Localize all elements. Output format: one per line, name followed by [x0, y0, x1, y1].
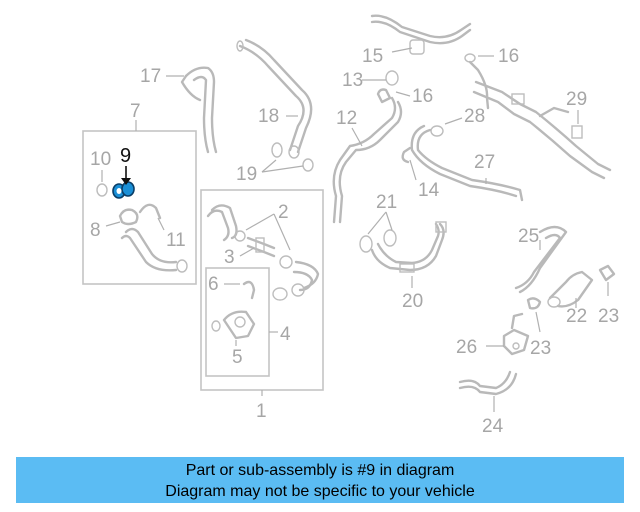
part-11-pipe[interactable] — [138, 203, 162, 220]
part-27-hose[interactable] — [401, 124, 524, 202]
callout-1: 1 — [256, 401, 267, 422]
part-26-fitting[interactable] — [502, 312, 530, 356]
callout-16a: 16 — [498, 46, 519, 67]
callout-4: 4 — [280, 324, 291, 345]
part-12-hose[interactable] — [332, 96, 403, 224]
part-25-hose[interactable] — [514, 225, 568, 294]
part-6-pipe[interactable] — [242, 280, 256, 300]
callout-27: 27 — [474, 152, 495, 173]
group-box-7 — [82, 130, 197, 285]
callout-13: 13 — [342, 70, 363, 91]
part-18-hose[interactable] — [236, 38, 313, 159]
callout-29: 29 — [566, 89, 587, 110]
part-9-arrowhead — [121, 178, 131, 185]
part-17-hose[interactable] — [180, 66, 218, 154]
banner-line-1: Part or sub-assembly is #9 in diagram — [185, 462, 455, 479]
callout-24: 24 — [482, 416, 504, 437]
callout-28: 28 — [464, 106, 485, 127]
part-29-pipe-assembly[interactable] — [472, 80, 612, 180]
group-box-4 — [205, 267, 270, 377]
part-24-hose[interactable] — [458, 370, 518, 396]
parts-diagram: 1 2 3 4 5 6 7 8 9 10 11 12 13 14 15 16 1… — [82, 14, 619, 437]
part-4-housing[interactable] — [211, 310, 256, 340]
part-23-clamp[interactable] — [526, 264, 616, 310]
callout-21: 21 — [376, 192, 397, 213]
callout-17: 17 — [140, 66, 161, 87]
callout-26: 26 — [456, 337, 477, 358]
part-2-hoses[interactable] — [206, 204, 320, 301]
callout-5: 5 — [232, 347, 243, 368]
part-8-cap[interactable] — [118, 208, 139, 226]
part-13-cap[interactable] — [376, 70, 399, 104]
part-10-oring[interactable] — [96, 183, 108, 197]
callout-3: 3 — [224, 247, 235, 268]
part-22-hose[interactable] — [547, 270, 594, 308]
callout-20: 20 — [402, 291, 423, 312]
callout-9: 9 — [120, 145, 131, 167]
banner-line-2: Diagram may not be specific to your vehi… — [165, 483, 475, 500]
callout-12: 12 — [336, 108, 357, 129]
callout-10: 10 — [90, 149, 111, 170]
callout-14: 14 — [418, 180, 440, 201]
part-9-highlighted[interactable] — [112, 181, 135, 199]
part-20-hose[interactable] — [359, 221, 447, 273]
callout-19: 19 — [236, 164, 257, 185]
callout-6: 6 — [208, 274, 219, 295]
part-19-orings[interactable] — [271, 142, 314, 172]
part-7-hose[interactable] — [120, 227, 188, 273]
callout-15: 15 — [362, 46, 383, 67]
callout-23a: 23 — [598, 306, 619, 327]
callout-23b: 23 — [530, 338, 551, 359]
callout-8: 8 — [90, 220, 101, 241]
callout-22: 22 — [566, 306, 587, 327]
callout-11: 11 — [166, 230, 186, 251]
info-banner: Part or sub-assembly is #9 in diagram Di… — [16, 457, 624, 503]
callout-16b: 16 — [412, 86, 433, 107]
callout-18: 18 — [258, 106, 279, 127]
callout-2: 2 — [278, 202, 289, 223]
callout-7: 7 — [130, 101, 141, 122]
callout-25: 25 — [518, 226, 539, 247]
